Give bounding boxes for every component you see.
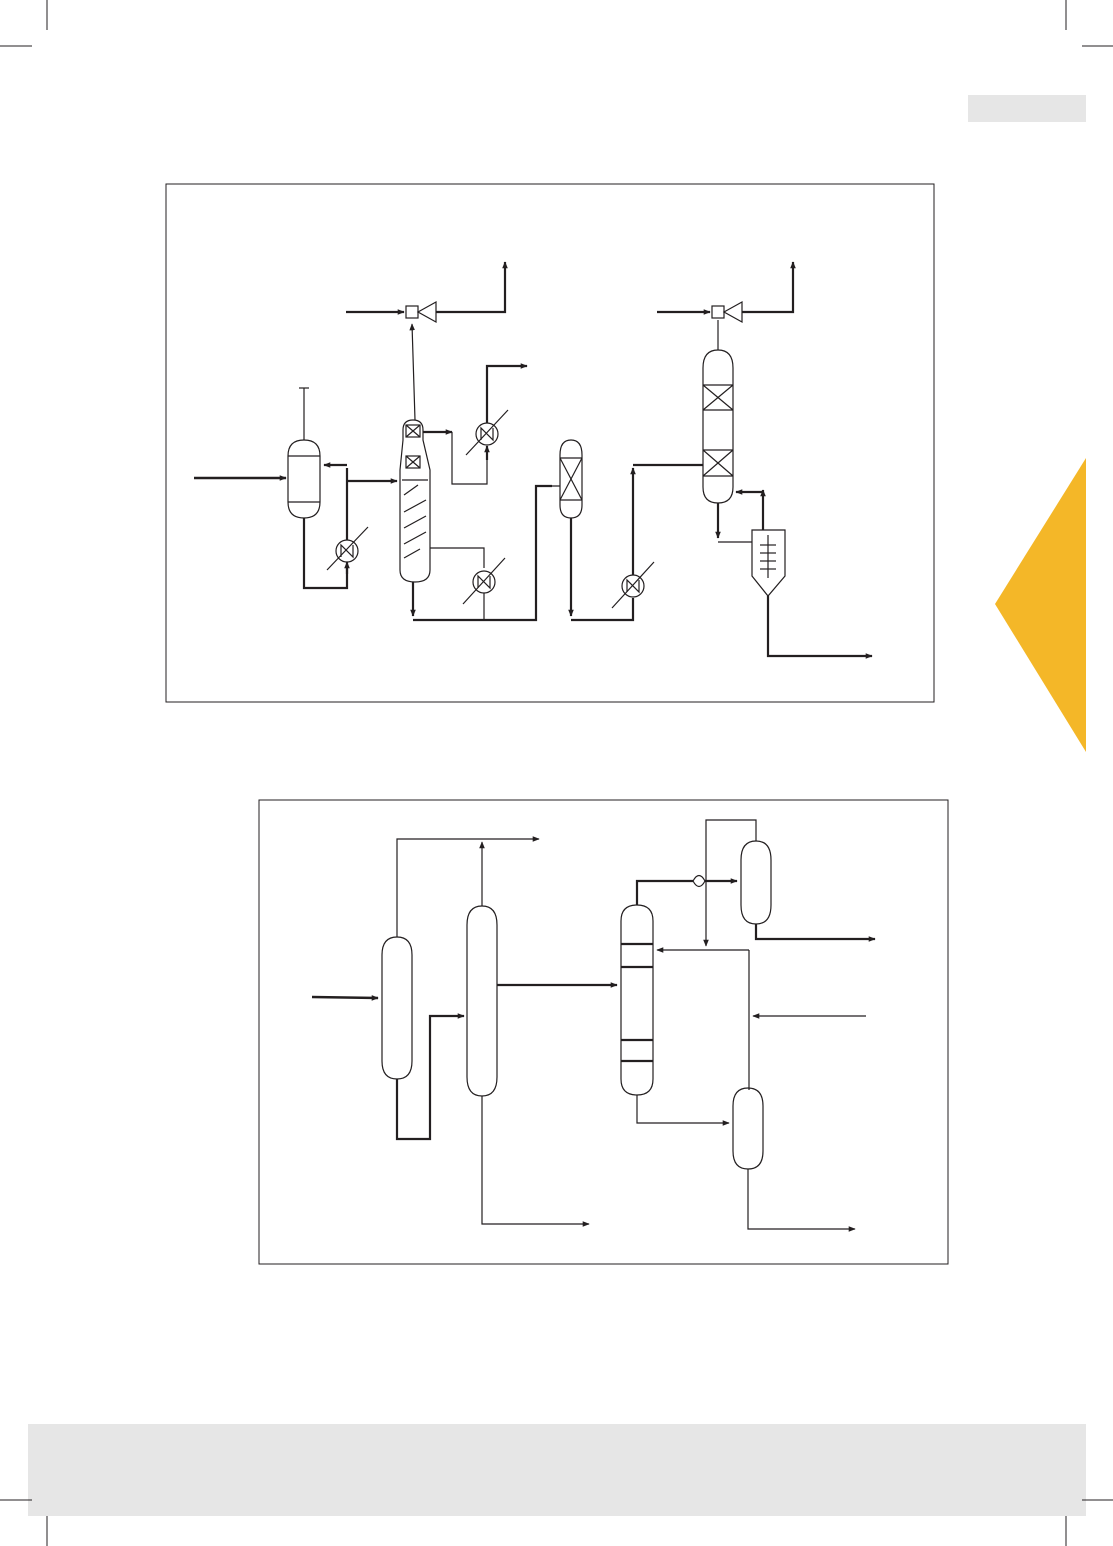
process-flow-diagram-1: [165, 183, 935, 703]
footer-band: [28, 1424, 1086, 1516]
diagram-2-frame: [258, 799, 949, 1265]
packed-column-3: [702, 349, 734, 504]
reactor-1: [559, 439, 583, 519]
settler: [751, 529, 786, 597]
column-b: [466, 905, 498, 1097]
vessel-e: [732, 1087, 764, 1170]
side-tab-triangle: [995, 458, 1086, 752]
vessel-d: [740, 840, 772, 925]
diagram-1-frame: [165, 183, 935, 703]
process-flow-diagram-2: [258, 799, 949, 1265]
header-tab: [968, 95, 1086, 122]
ejector-2: [711, 305, 725, 319]
column-2: [399, 419, 431, 583]
column-a: [381, 936, 413, 1080]
column-c: [620, 904, 654, 1096]
vessel-1: [287, 439, 321, 519]
ejector-1: [405, 305, 419, 319]
